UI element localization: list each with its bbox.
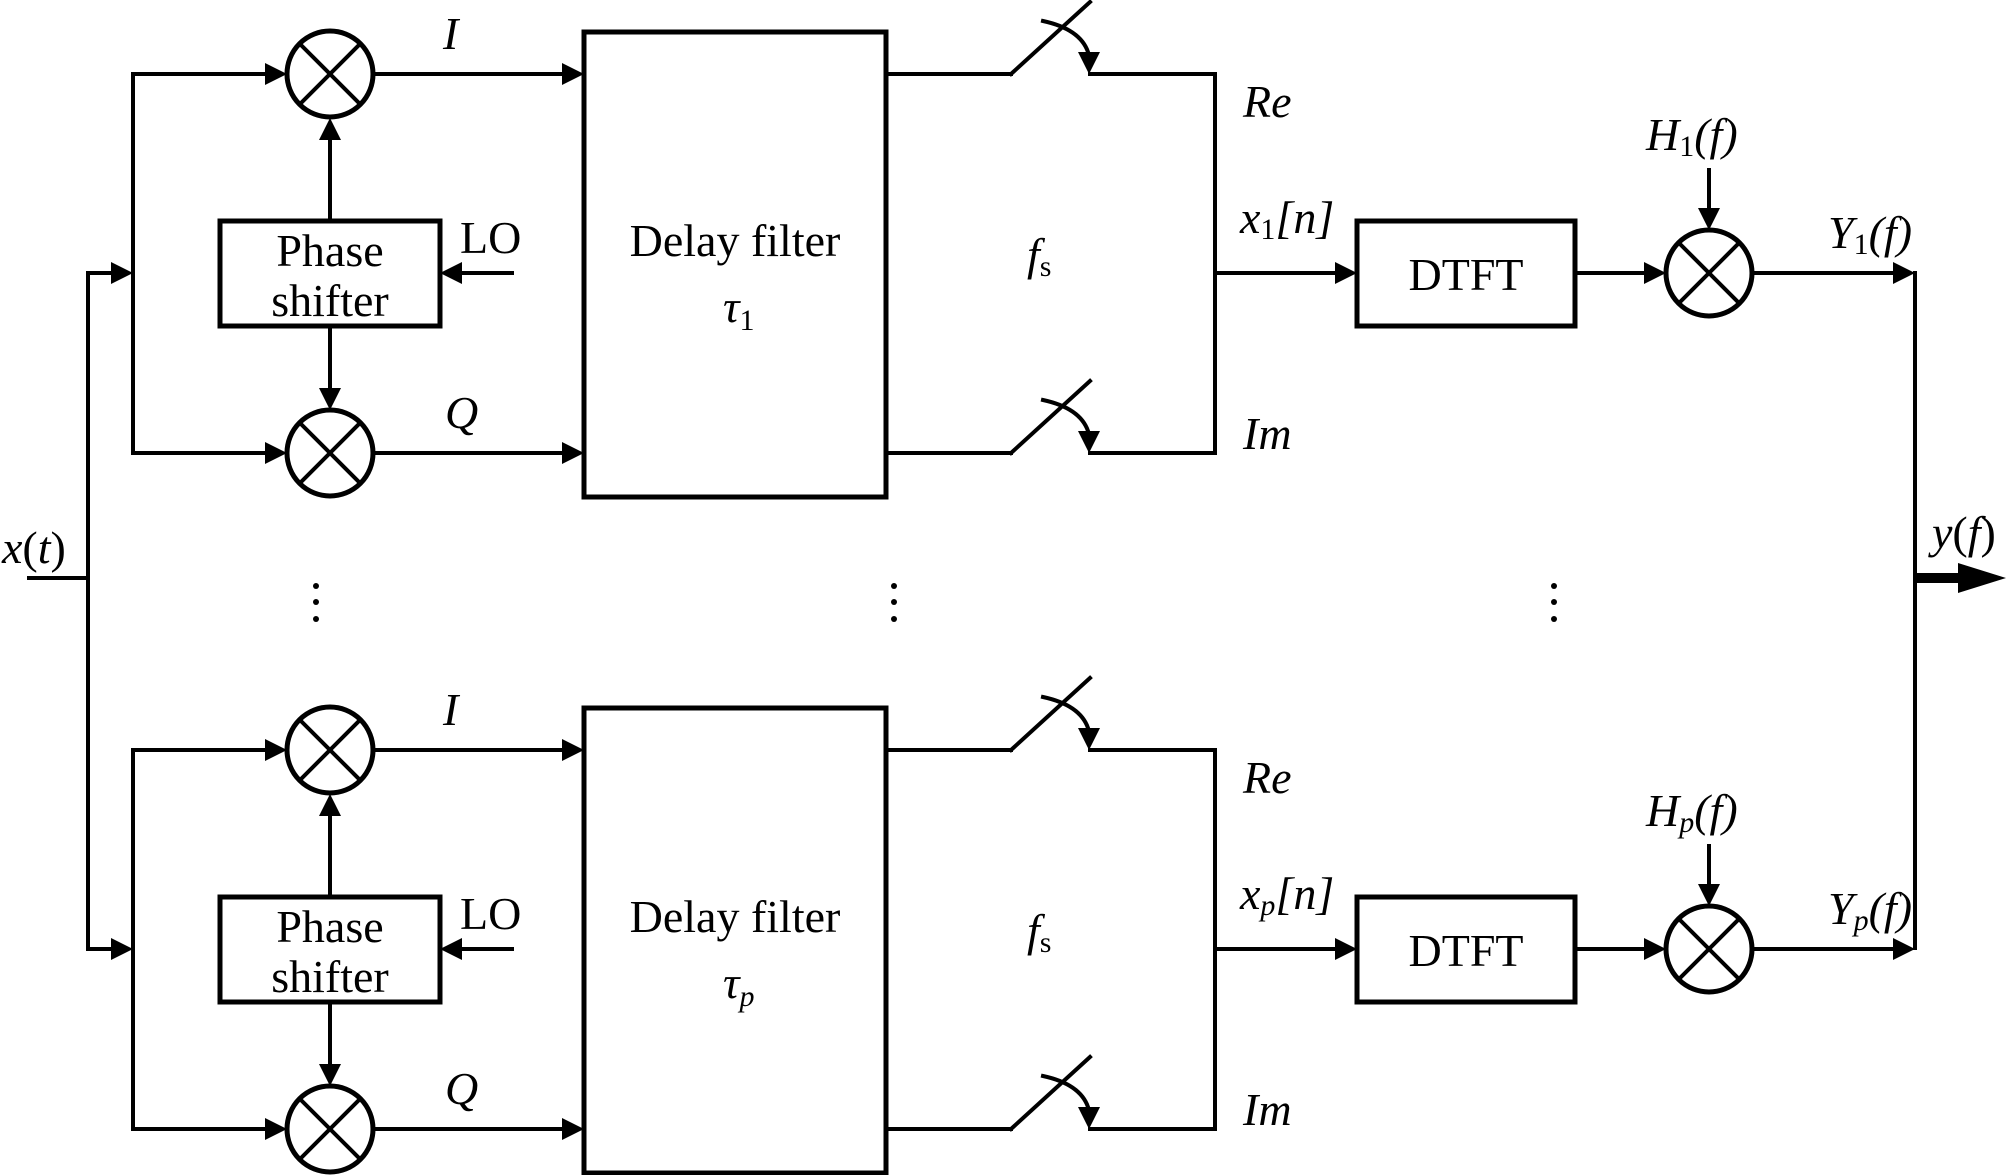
ps-to-q-arrow-icon [319, 1064, 341, 1086]
ps-to-i-arrow-icon [319, 118, 341, 140]
weight-arrow-icon [1698, 884, 1720, 906]
branch-output-arrow-icon [1893, 262, 1915, 284]
weight-mixer-icon [1663, 903, 1755, 995]
switch-blade [1008, 675, 1093, 753]
i-mixer-icon [284, 704, 376, 796]
to-dtft-arrow-icon [1335, 262, 1357, 284]
branch-spectrum-label: Y1(f) [1828, 207, 1912, 261]
imag-part-label: Im [1242, 408, 1292, 459]
weight-label: H1(f) [1645, 109, 1738, 163]
i-mixer-input-arrow-icon [265, 63, 287, 85]
q-delay-arrow-icon [562, 442, 584, 464]
switch-arc [1040, 397, 1091, 434]
ellipsis-middle [891, 583, 897, 622]
switch-arrow-icon [1078, 431, 1100, 453]
weight-label: Hp(f) [1645, 785, 1738, 839]
q-mixer-icon [284, 407, 376, 499]
output-section: y(f) [1913, 271, 2006, 950]
dtft-block: DTFT [1354, 894, 1578, 1005]
phase-shifter-label-line1: Phase [276, 225, 383, 276]
q-mixer-input-arrow-icon [265, 442, 287, 464]
i-delay-arrow-icon [562, 739, 584, 761]
ps-to-i-arrow-icon [319, 794, 341, 816]
ps-to-q-arrow-icon [319, 388, 341, 410]
ellipsis-left [313, 583, 319, 622]
delay-filter-block: Delay filter τp [581, 705, 889, 1175]
q-delay-arrow-icon [562, 1118, 584, 1140]
lo-label: LO [460, 212, 521, 263]
i-label: I [442, 684, 461, 735]
switch-arc [1040, 18, 1091, 55]
sampling-rate-label: fs [1027, 905, 1051, 959]
delay-tau-label: τp [723, 957, 754, 1013]
phase-shifter-label-line2: shifter [271, 275, 389, 326]
switch-arrow-icon [1078, 52, 1100, 74]
switch-arrow-icon [1078, 728, 1100, 750]
branch-feed-arrow-icon [111, 938, 133, 960]
lo-arrow-icon [440, 938, 462, 960]
real-part-label: Re [1242, 752, 1292, 803]
delay-filter-label: Delay filter [630, 215, 841, 266]
lo-arrow-icon [440, 262, 462, 284]
sampling-switch-real [884, 0, 1217, 77]
lo-label: LO [460, 888, 521, 939]
q-mixer-icon [284, 1083, 376, 1175]
real-part-label: Re [1242, 76, 1292, 127]
delay-filter-block: Delay filter τ1 [581, 29, 889, 500]
sampling-rate-label: fs [1027, 229, 1051, 283]
sampling-switch-imag [884, 1054, 1217, 1132]
branch-feed-arrow-icon [111, 262, 133, 284]
i-label: I [442, 8, 461, 59]
dtft-label: DTFT [1409, 249, 1524, 300]
i-mixer-icon [284, 28, 376, 120]
branch-spectrum-label: Yp(f) [1828, 883, 1912, 937]
to-dtft-arrow-icon [1335, 938, 1357, 960]
phase-shifter-label-line2: shifter [271, 951, 389, 1002]
sampling-switch-imag [884, 378, 1217, 456]
dtft-to-mixer-arrow-icon [1644, 262, 1666, 284]
switch-arc [1040, 1073, 1091, 1110]
i-mixer-input-arrow-icon [265, 739, 287, 761]
discrete-signal-label: x1[n] [1239, 192, 1334, 246]
switch-blade [1008, 378, 1093, 456]
branch-output-arrow-icon [1893, 938, 1915, 960]
sampling-switch-real [884, 675, 1217, 753]
output-arrow-icon [1958, 563, 2006, 593]
input-section: x(t) [1, 271, 90, 950]
weight-arrow-icon [1698, 208, 1720, 230]
switch-arc [1040, 694, 1091, 731]
dtft-to-mixer-arrow-icon [1644, 938, 1666, 960]
switch-blade [1008, 1054, 1093, 1132]
dtft-block: DTFT [1354, 218, 1578, 329]
phase-shifter-label-line1: Phase [276, 901, 383, 952]
weight-mixer-icon [1663, 227, 1755, 319]
switch-arrow-icon [1078, 1107, 1100, 1129]
ellipsis-right [1551, 583, 1557, 622]
ellipsis-group [313, 583, 1557, 622]
delay-filter-label: Delay filter [630, 891, 841, 942]
switch-blade [1008, 0, 1093, 77]
output-label: y(f) [1928, 507, 1996, 558]
input-label: x(t) [1, 522, 66, 573]
q-label: Q [445, 387, 478, 438]
delay-tau-label: τ1 [723, 281, 754, 337]
q-label: Q [445, 1063, 478, 1114]
imag-part-label: Im [1242, 1084, 1292, 1135]
dtft-label: DTFT [1409, 925, 1524, 976]
q-mixer-input-arrow-icon [265, 1118, 287, 1140]
discrete-signal-label: xp[n] [1239, 868, 1334, 922]
i-delay-arrow-icon [562, 63, 584, 85]
